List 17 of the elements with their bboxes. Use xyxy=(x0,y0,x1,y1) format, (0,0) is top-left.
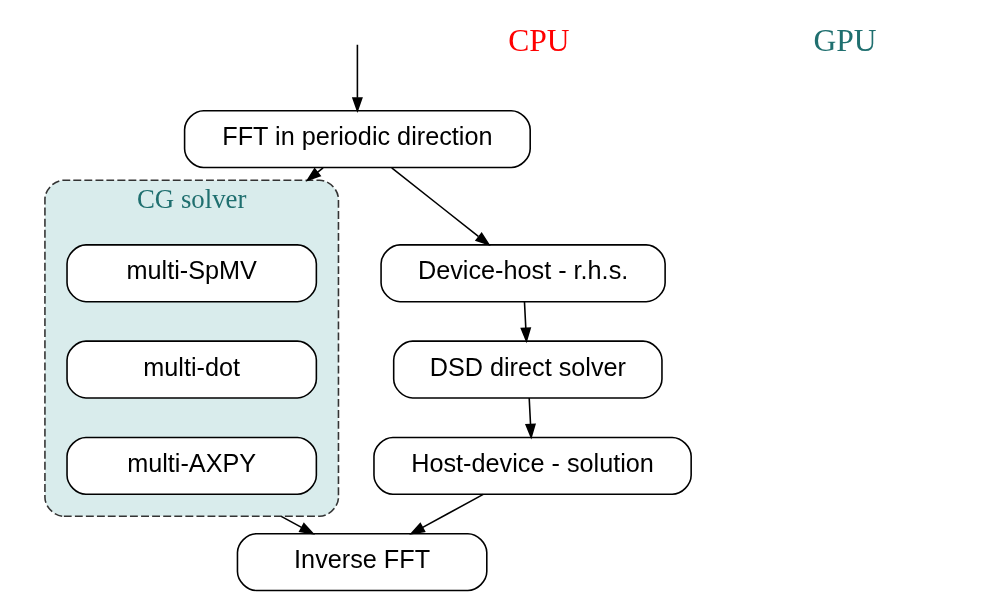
arrow xyxy=(524,397,536,440)
arrow xyxy=(519,301,531,344)
arrow xyxy=(279,515,315,535)
node-box: multi-dot xyxy=(65,340,317,399)
arrow xyxy=(408,493,484,535)
arrow xyxy=(351,43,363,113)
node-box: Device-host - r.h.s. xyxy=(379,244,666,303)
node-box: Inverse FFT xyxy=(236,532,488,592)
label: CPU xyxy=(507,22,570,58)
node-box: multi-AXPY xyxy=(65,436,317,496)
label: GPU xyxy=(812,22,877,58)
arrow xyxy=(305,167,324,182)
node-box: FFT in periodic direction xyxy=(183,109,531,169)
arrow xyxy=(390,167,491,247)
node-box: Host-device - solution xyxy=(372,436,692,496)
node-box: DSD direct solver xyxy=(392,340,663,399)
node-box: multi-SpMV xyxy=(65,244,317,303)
